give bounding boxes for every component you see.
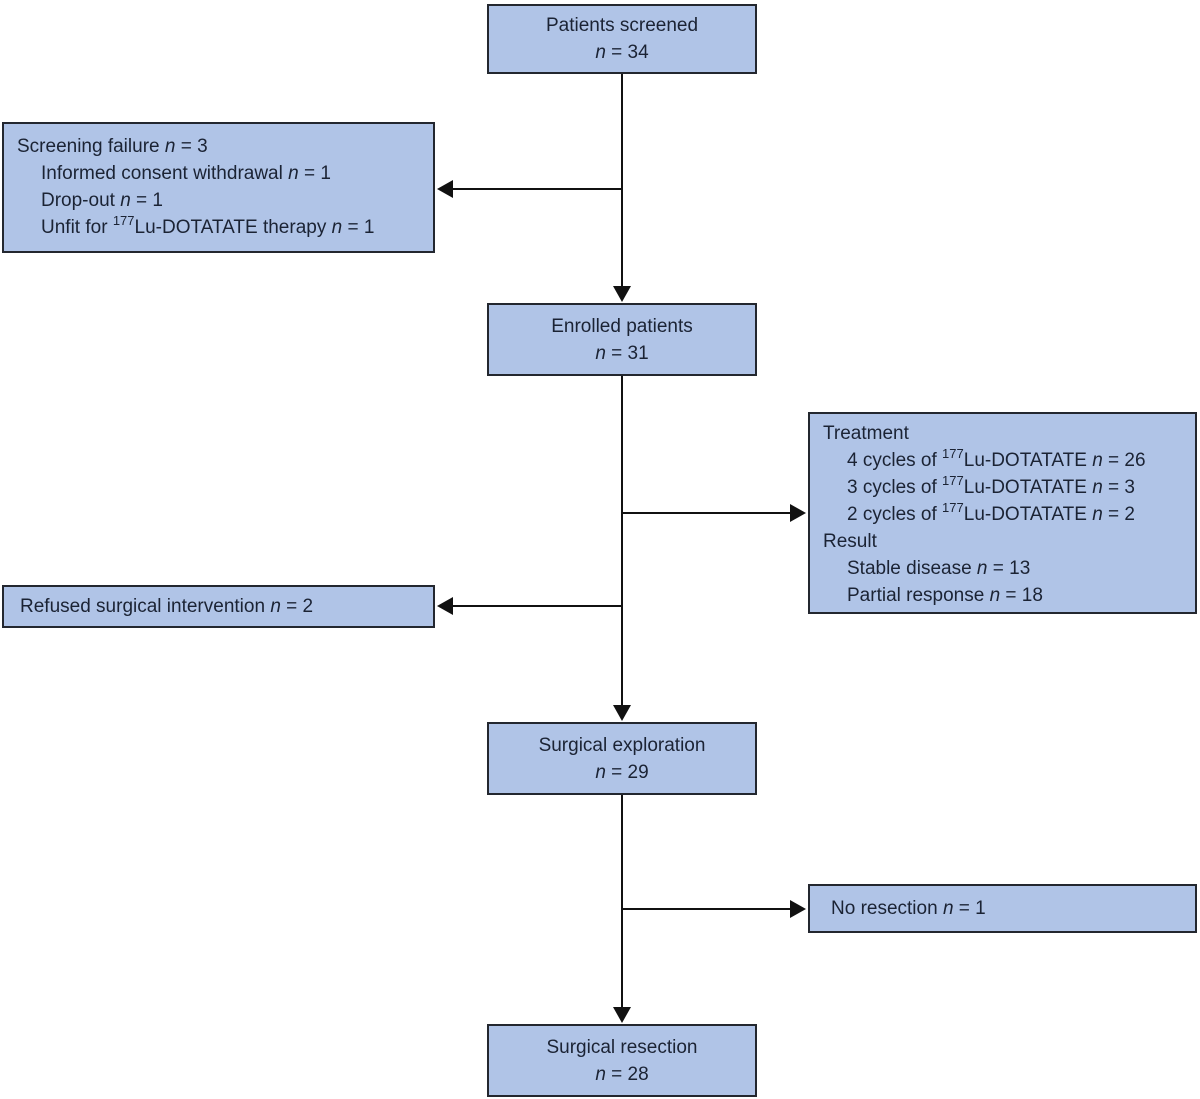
arrowhead-resection	[613, 1007, 631, 1023]
arrowhead-screening-failure	[437, 180, 453, 198]
arrowhead-refused	[437, 597, 453, 615]
node-text-line: 2 cycles of 177Lu-DOTATATE n = 2	[847, 499, 1135, 525]
node-enrolled-patients: Enrolled patients n = 31	[487, 303, 757, 376]
node-text-line: n = 34	[595, 42, 649, 63]
arrowhead-exploration	[613, 705, 631, 721]
arrowhead-treatment	[790, 504, 806, 522]
node-text-line: Surgical resection	[546, 1036, 698, 1058]
arrowhead-no-resection	[790, 900, 806, 918]
node-text-line: Surgical exploration	[538, 734, 706, 756]
node-text-line: Treatment	[823, 423, 909, 444]
node-text-line: n = 31	[595, 342, 649, 364]
node-surgical-resection: Surgical resection n = 28	[487, 1024, 757, 1097]
node-screening-failure: Screening failure n = 3 Informed consent …	[2, 122, 435, 253]
node-text-line: n = 28	[595, 1063, 649, 1085]
arrowhead-enrolled	[613, 286, 631, 302]
node-text-line: Stable disease n = 13	[847, 558, 1031, 579]
node-text-line: No resection n = 1	[831, 898, 986, 919]
node-text-line: Screening failure n = 3	[17, 136, 208, 157]
node-surgical-exploration: Surgical exploration n = 29	[487, 722, 757, 795]
node-text-line: Drop-out n = 1	[41, 190, 164, 211]
node-text-line: Result	[823, 531, 877, 552]
node-text-line: 3 cycles of 177Lu-DOTATATE n = 3	[847, 472, 1135, 498]
node-text-line: n = 29	[595, 761, 649, 783]
node-text-line: Partial response n = 18	[847, 585, 1043, 606]
node-text-line: Refused surgical intervention n = 2	[20, 596, 314, 617]
node-text-line: Unfit for 177Lu-DOTATATE therapy n = 1	[41, 212, 375, 238]
node-text-line: Enrolled patients	[551, 315, 693, 337]
node-text-line: Patients screened	[545, 15, 699, 36]
node-refused-surgical-intervention: Refused surgical intervention n = 2	[2, 585, 435, 628]
node-text-line: Informed consent withdrawal n = 1	[41, 163, 331, 184]
node-text-line: 4 cycles of 177Lu-DOTATATE n = 26	[847, 445, 1146, 471]
node-patients-screened: Patients screened n = 34	[487, 4, 757, 74]
node-no-resection: No resection n = 1	[808, 884, 1197, 933]
